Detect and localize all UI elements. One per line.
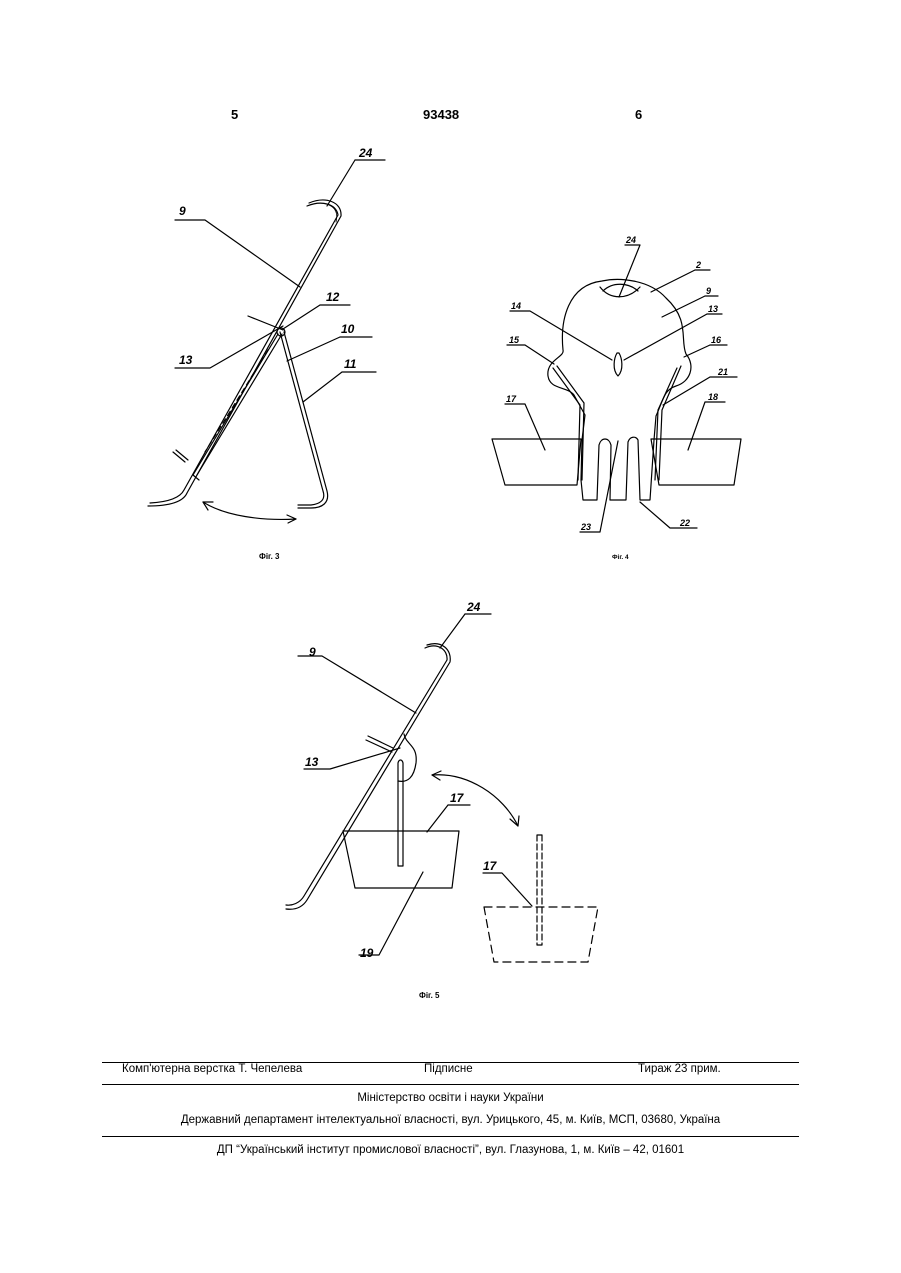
footer-rule-bottom (102, 1136, 799, 1137)
footer-institute: ДП “Український інститут промислової вла… (102, 1144, 799, 1156)
fig3-label-13: 13 (179, 353, 193, 367)
basket-17 (492, 439, 581, 485)
fig5-label-19: 19 (360, 946, 374, 960)
fig5-label-17-alternate: 17 (483, 859, 498, 873)
fig5-label-17: 17 (450, 791, 465, 805)
fig4-label-18: 18 (708, 392, 718, 402)
fig4-label-2: 2 (695, 260, 701, 270)
fig3-label-11: 11 (344, 357, 357, 371)
fig3-caption: Фіг. 3 (259, 552, 280, 561)
footer-rule-middle (102, 1084, 799, 1085)
fig4-label-16: 16 (711, 335, 722, 345)
fig3-label-10: 10 (341, 322, 355, 336)
footer-department: Державний департамент інтелектуальної вл… (102, 1114, 799, 1126)
fig5-label-13: 13 (305, 755, 319, 769)
slot-14 (614, 353, 622, 376)
fig4-label-9: 9 (706, 286, 711, 296)
basket-19 (343, 831, 459, 888)
fig3-label-12: 12 (326, 290, 340, 304)
fig4-label-24: 24 (625, 235, 636, 245)
leg-11 (280, 332, 324, 505)
fig4-label-13: 13 (708, 304, 718, 314)
basket-17-alternate (484, 907, 598, 962)
footer-layout-credit: Комп'ютерна верстка Т. Чепелева (122, 1063, 302, 1075)
rotation-arrow (203, 502, 296, 519)
figure-5-drawing (286, 614, 598, 962)
fig3-label-9: 9 (179, 204, 186, 218)
footer-ministry: Міністерство освіти і науки України (102, 1092, 799, 1104)
fig5-label-9: 9 (309, 645, 316, 659)
fig5-caption: Фіг. 5 (419, 991, 440, 1000)
figure-4-drawing (492, 245, 741, 532)
basket-18 (651, 439, 741, 485)
fig4-label-17: 17 (506, 394, 517, 404)
fig4-label-22: 22 (679, 518, 690, 528)
rotation-arrow (432, 775, 518, 826)
rod-9 (286, 646, 447, 905)
fig4-label-14: 14 (511, 301, 521, 311)
fig4-label-21: 21 (717, 367, 728, 377)
fig4-label-15: 15 (509, 335, 520, 345)
fig4-caption: Фіг. 4 (612, 553, 629, 561)
footer-signed: Підписне (424, 1063, 473, 1075)
fig3-label-24: 24 (358, 146, 373, 160)
footer-print-run: Тираж 23 прим. (638, 1063, 721, 1075)
fig4-label-23: 23 (580, 522, 591, 532)
fig5-label-24: 24 (466, 600, 481, 614)
